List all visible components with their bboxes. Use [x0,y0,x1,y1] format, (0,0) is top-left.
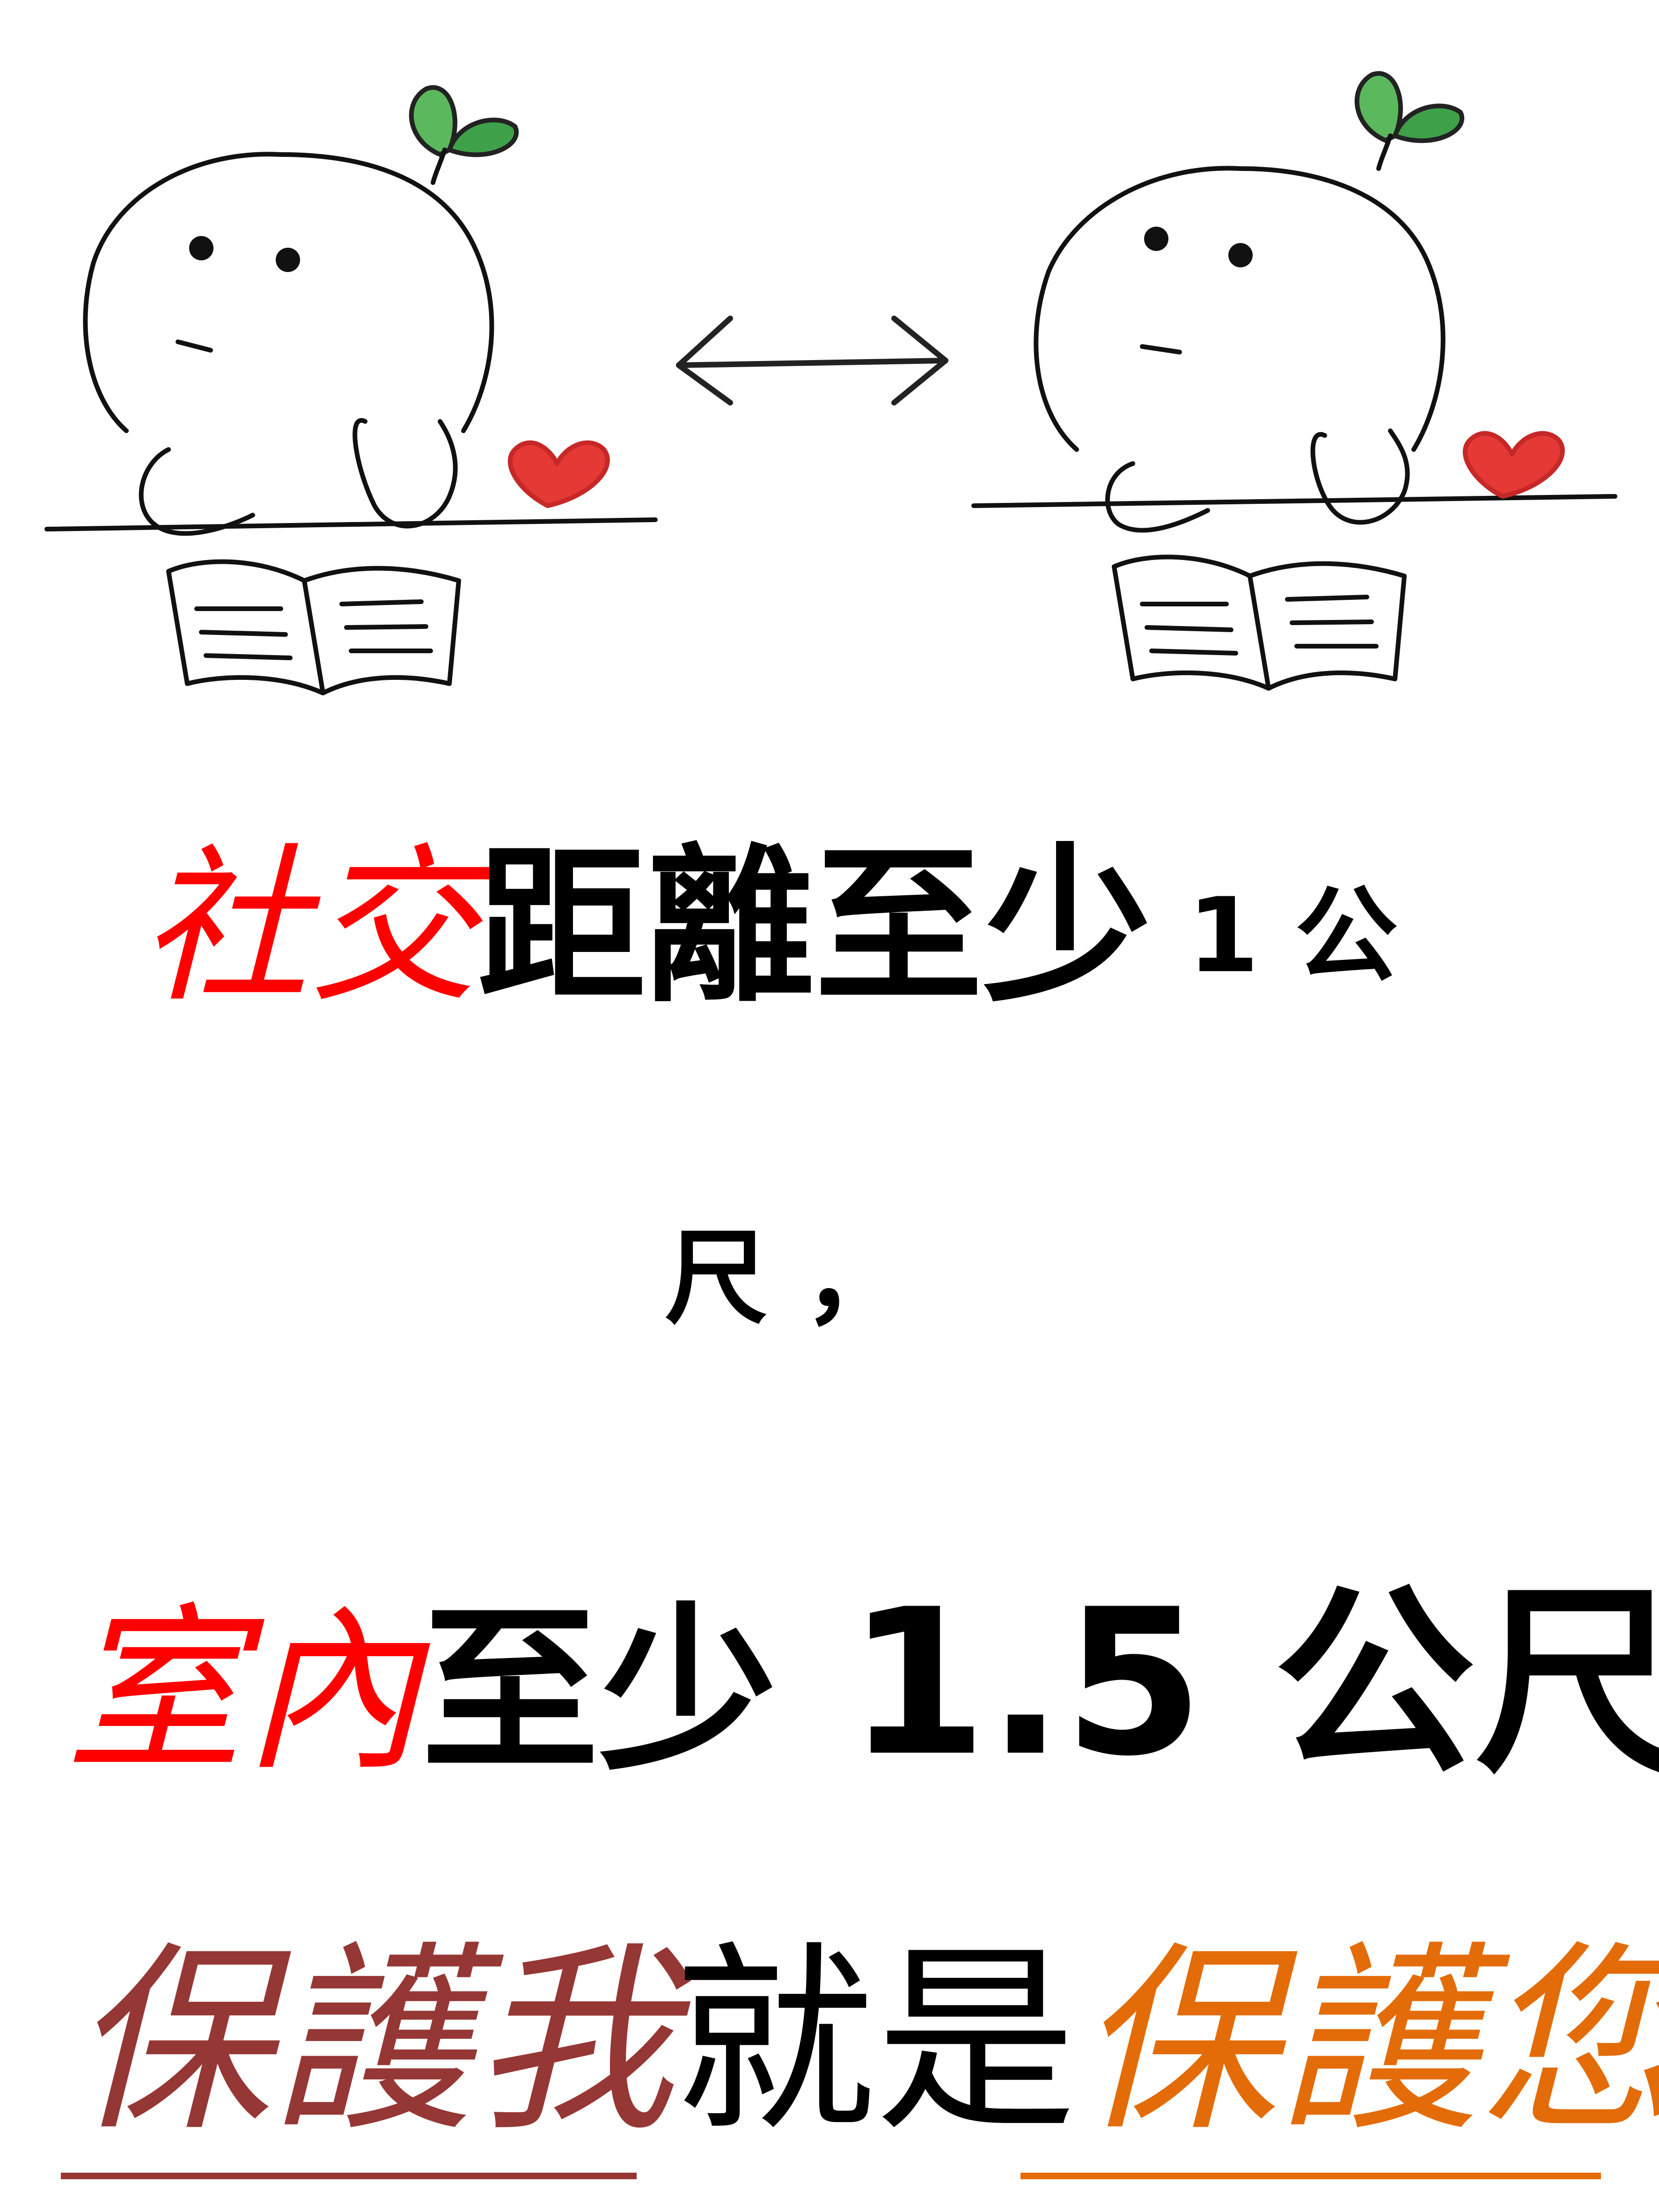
right-character [971,71,1617,691]
social-distance-illustration [44,71,1617,695]
distance-rule-line-1: 社交距離至少 1 公 [140,829,1659,1034]
left-character [44,85,658,695]
protect-you-label: 保護您 [1077,1924,1659,2159]
leaf-icon [1393,103,1464,143]
is-label: 就是 [674,1924,1077,2159]
one-meter-label: 1 公 [1152,876,1398,995]
eye [1144,227,1168,251]
distance-label: 距離至少 [477,829,1152,1025]
leaf-icon [409,85,457,157]
indoor-rule-line: 室內至少 1.5 公尺 [66,1583,1659,1792]
heart-icon [507,440,610,508]
slogan-line: 保護我就是保護您 [70,1929,1659,2154]
one-point-five-meter-label: 1.5 公尺 [777,1566,1659,1800]
at-least-label: 至少 [421,1587,777,1795]
protect-me-label: 保護我 [70,1924,674,2159]
eye [276,248,300,272]
distance-rule-line-2: 尺 ， [665,1217,1659,1339]
heart-icon [1462,431,1565,499]
leaf-icon [1354,71,1403,143]
eye [189,236,213,260]
orange-underline [1020,2173,1601,2179]
social-label: 社交 [140,829,477,1025]
leaf-icon [447,118,519,157]
maroon-underline [61,2173,637,2179]
eye [1228,243,1253,267]
indoor-label: 室內 [66,1587,421,1795]
double-arrow-icon [676,316,948,406]
meter-unit-label: 尺 ， [665,1218,907,1338]
